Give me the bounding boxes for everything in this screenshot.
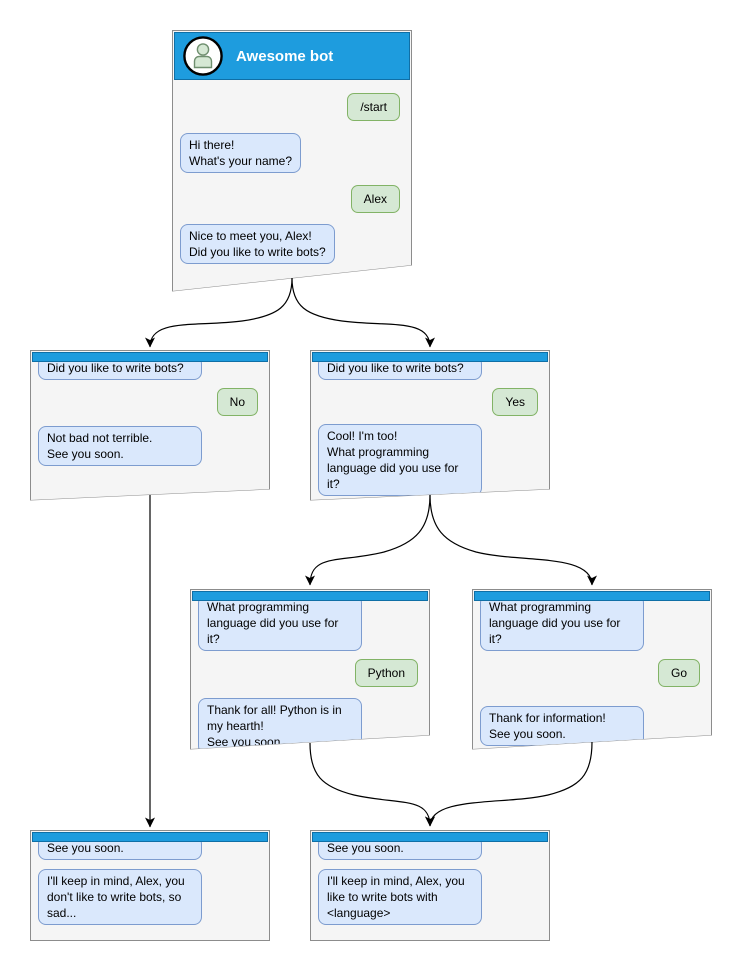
chat-window-branch-python: What programming language did you use fo… [190, 589, 430, 749]
titlebar [474, 591, 710, 601]
arrow-branch-yes-to-python [305, 494, 431, 586]
message-list: What programming language did you use fo… [473, 595, 711, 746]
message-list: See you soon. I'll keep in mind, Alex, y… [311, 836, 549, 925]
message-list: See you soon. I'll keep in mind, Alex, y… [31, 836, 269, 925]
arrow-root-to-branch-no [145, 277, 293, 348]
bot-message-reply: I'll keep in mind, Alex, you like to wri… [318, 869, 482, 925]
chat-window-branch-no: Did you like to write bots? No Not bad n… [30, 350, 270, 500]
titlebar [192, 591, 428, 601]
bot-avatar-icon [183, 36, 223, 76]
arrow-root-to-branch-yes [291, 277, 435, 348]
chat-window-end-yes: See you soon. I'll keep in mind, Alex, y… [310, 830, 550, 941]
arrow-branch-yes-to-go [429, 494, 597, 586]
user-message-answer: Yes [492, 388, 538, 416]
user-message-answer: Python [354, 659, 418, 687]
arrow-go-to-end-yes [425, 741, 593, 827]
bot-message-reply: I'll keep in mind, Alex, you don't like … [38, 869, 202, 925]
bot-message-reply: Not bad not terrible. See you soon. [38, 426, 202, 466]
arrow-python-to-end-yes [309, 742, 435, 827]
bot-message-reply: Thank for all! Python is in my hearth! S… [198, 698, 362, 749]
bot-message-reply: Thank for information! See you soon. [480, 706, 644, 746]
bot-message-greeting: Hi there! What's your name? [180, 133, 302, 173]
bot-message-question: Nice to meet you, Alex! Did you like to … [180, 224, 335, 264]
titlebar: Awesome bot [174, 32, 410, 80]
message-list: Did you like to write bots? Yes Cool! I'… [311, 356, 549, 496]
chat-window-branch-yes: Did you like to write bots? Yes Cool! I'… [310, 350, 550, 500]
message-list: Did you like to write bots? No Not bad n… [31, 356, 269, 466]
user-message-start: /start [347, 93, 400, 121]
message-list: /start Hi there! What's your name? Alex … [173, 80, 411, 264]
user-message-name: Alex [350, 185, 400, 213]
bot-message-context: What programming language did you use fo… [480, 595, 644, 651]
user-message-answer: Go [657, 659, 700, 687]
chat-window-end-no: See you soon. I'll keep in mind, Alex, y… [30, 830, 270, 941]
chat-window-branch-go: What programming language did you use fo… [472, 589, 712, 749]
titlebar [32, 352, 268, 362]
titlebar [32, 832, 268, 842]
message-list: What programming language did you use fo… [191, 595, 429, 749]
titlebar [312, 352, 548, 362]
chat-window-root: Awesome bot /start Hi there! What's your… [172, 30, 412, 291]
bot-name: Awesome bot [236, 47, 334, 65]
titlebar [312, 832, 548, 842]
user-message-answer: No [216, 388, 258, 416]
bot-message-context: What programming language did you use fo… [198, 595, 362, 651]
bot-message-reply: Cool! I'm too! What programming language… [318, 424, 482, 496]
